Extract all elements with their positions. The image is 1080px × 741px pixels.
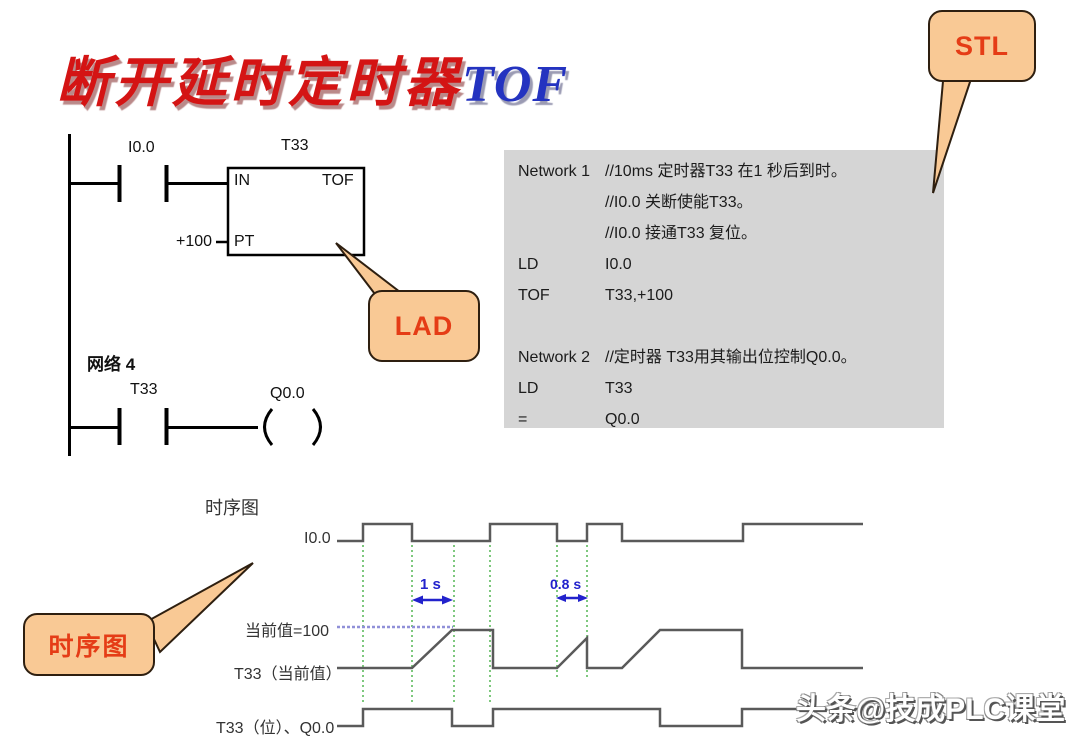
annotation-0.8s: 0.8 s bbox=[550, 576, 582, 592]
tof-pt-label: PT bbox=[234, 233, 255, 250]
waveform-t33-bit-q0.0 bbox=[337, 707, 863, 728]
tof-in-label: IN bbox=[234, 172, 250, 189]
stl-arg: //I0.0 关断使能T33。 bbox=[605, 194, 753, 211]
guide-lines bbox=[362, 545, 588, 702]
ladder-network2 bbox=[68, 408, 322, 446]
stl-op: LD bbox=[518, 256, 539, 273]
stl-arg: //I0.0 接通T33 复位。 bbox=[605, 225, 758, 242]
waveform-i0.0 bbox=[337, 522, 863, 543]
stl-op: LD bbox=[518, 380, 539, 397]
watermark: 头条@技成PLC课堂 bbox=[796, 693, 1066, 726]
lad-callout-label: LAD bbox=[394, 310, 454, 341]
timing-callout-label: 时序图 bbox=[48, 632, 130, 661]
timing-callout-tail bbox=[144, 562, 254, 654]
stl-op: Network 2 bbox=[518, 349, 591, 366]
timing-callout: 时序图 bbox=[23, 613, 155, 676]
signal-label-preset: 当前值=100 bbox=[245, 623, 330, 640]
stl-line: //I0.0 关断使能T33。 bbox=[518, 187, 944, 218]
stl-arg: //10ms 定时器T33 在1 秒后到时。 bbox=[605, 163, 847, 180]
signal-label-bit: T33（位）、Q0.0 bbox=[216, 720, 335, 737]
waveform-t33-current bbox=[337, 628, 863, 670]
stl-op: = bbox=[518, 411, 528, 428]
stl-arg: T33 bbox=[605, 380, 633, 397]
stl-arg: I0.0 bbox=[605, 256, 632, 273]
stl-code-block: Network 1 //10ms 定时器T33 在1 秒后到时。 //I0.0 关… bbox=[504, 150, 944, 428]
stl-arg: //定时器 T33用其输出位控制Q0.0。 bbox=[605, 349, 857, 366]
stl-line: TOF T33,+100 bbox=[518, 280, 944, 311]
tof-block bbox=[226, 166, 366, 257]
stl-callout-tail bbox=[932, 69, 976, 194]
timing-section-label: 时序图 bbox=[205, 498, 259, 518]
lad-callout: LAD bbox=[368, 290, 480, 362]
contact2-label: T33 bbox=[130, 381, 158, 398]
stl-op: Network 1 bbox=[518, 163, 591, 180]
stl-line: = Q0.0 bbox=[518, 404, 944, 435]
pt-value: +100 bbox=[176, 233, 213, 250]
page-title-accent: TOF bbox=[462, 56, 569, 113]
arrow-0.8s bbox=[556, 594, 588, 602]
signal-label-current: T33（当前值） bbox=[234, 666, 342, 683]
stl-arg: Q0.0 bbox=[605, 411, 640, 428]
network4-header: 网络 4 bbox=[87, 355, 136, 374]
stl-line: Network 2 //定时器 T33用其输出位控制Q0.0。 bbox=[518, 342, 944, 373]
coil-left-paren bbox=[263, 408, 274, 446]
stl-line: //I0.0 接通T33 复位。 bbox=[518, 218, 944, 249]
tof-type-label: TOF bbox=[322, 172, 354, 189]
stl-op: TOF bbox=[518, 287, 550, 304]
timer-label: T33 bbox=[281, 137, 309, 154]
annotation-1s: 1 s bbox=[420, 576, 441, 593]
ladder-network1 bbox=[68, 134, 366, 456]
page-title-main: 断开延时定时器 bbox=[56, 53, 462, 113]
coil-right-paren bbox=[311, 408, 322, 446]
stl-arg: T33,+100 bbox=[605, 287, 674, 304]
stl-line: Network 1 //10ms 定时器T33 在1 秒后到时。 bbox=[518, 156, 944, 187]
stl-callout: STL bbox=[928, 10, 1036, 82]
contact1-label: I0.0 bbox=[128, 139, 155, 156]
coil-label: Q0.0 bbox=[270, 385, 305, 402]
stl-line: LD I0.0 bbox=[518, 249, 944, 280]
arrow-1s bbox=[412, 595, 453, 605]
stl-callout-label: STL bbox=[955, 30, 1009, 61]
page-title: 断开延时定时器TOF bbox=[56, 38, 568, 117]
signal-label-i0.0: I0.0 bbox=[304, 530, 331, 547]
stl-line: LD T33 bbox=[518, 373, 944, 404]
